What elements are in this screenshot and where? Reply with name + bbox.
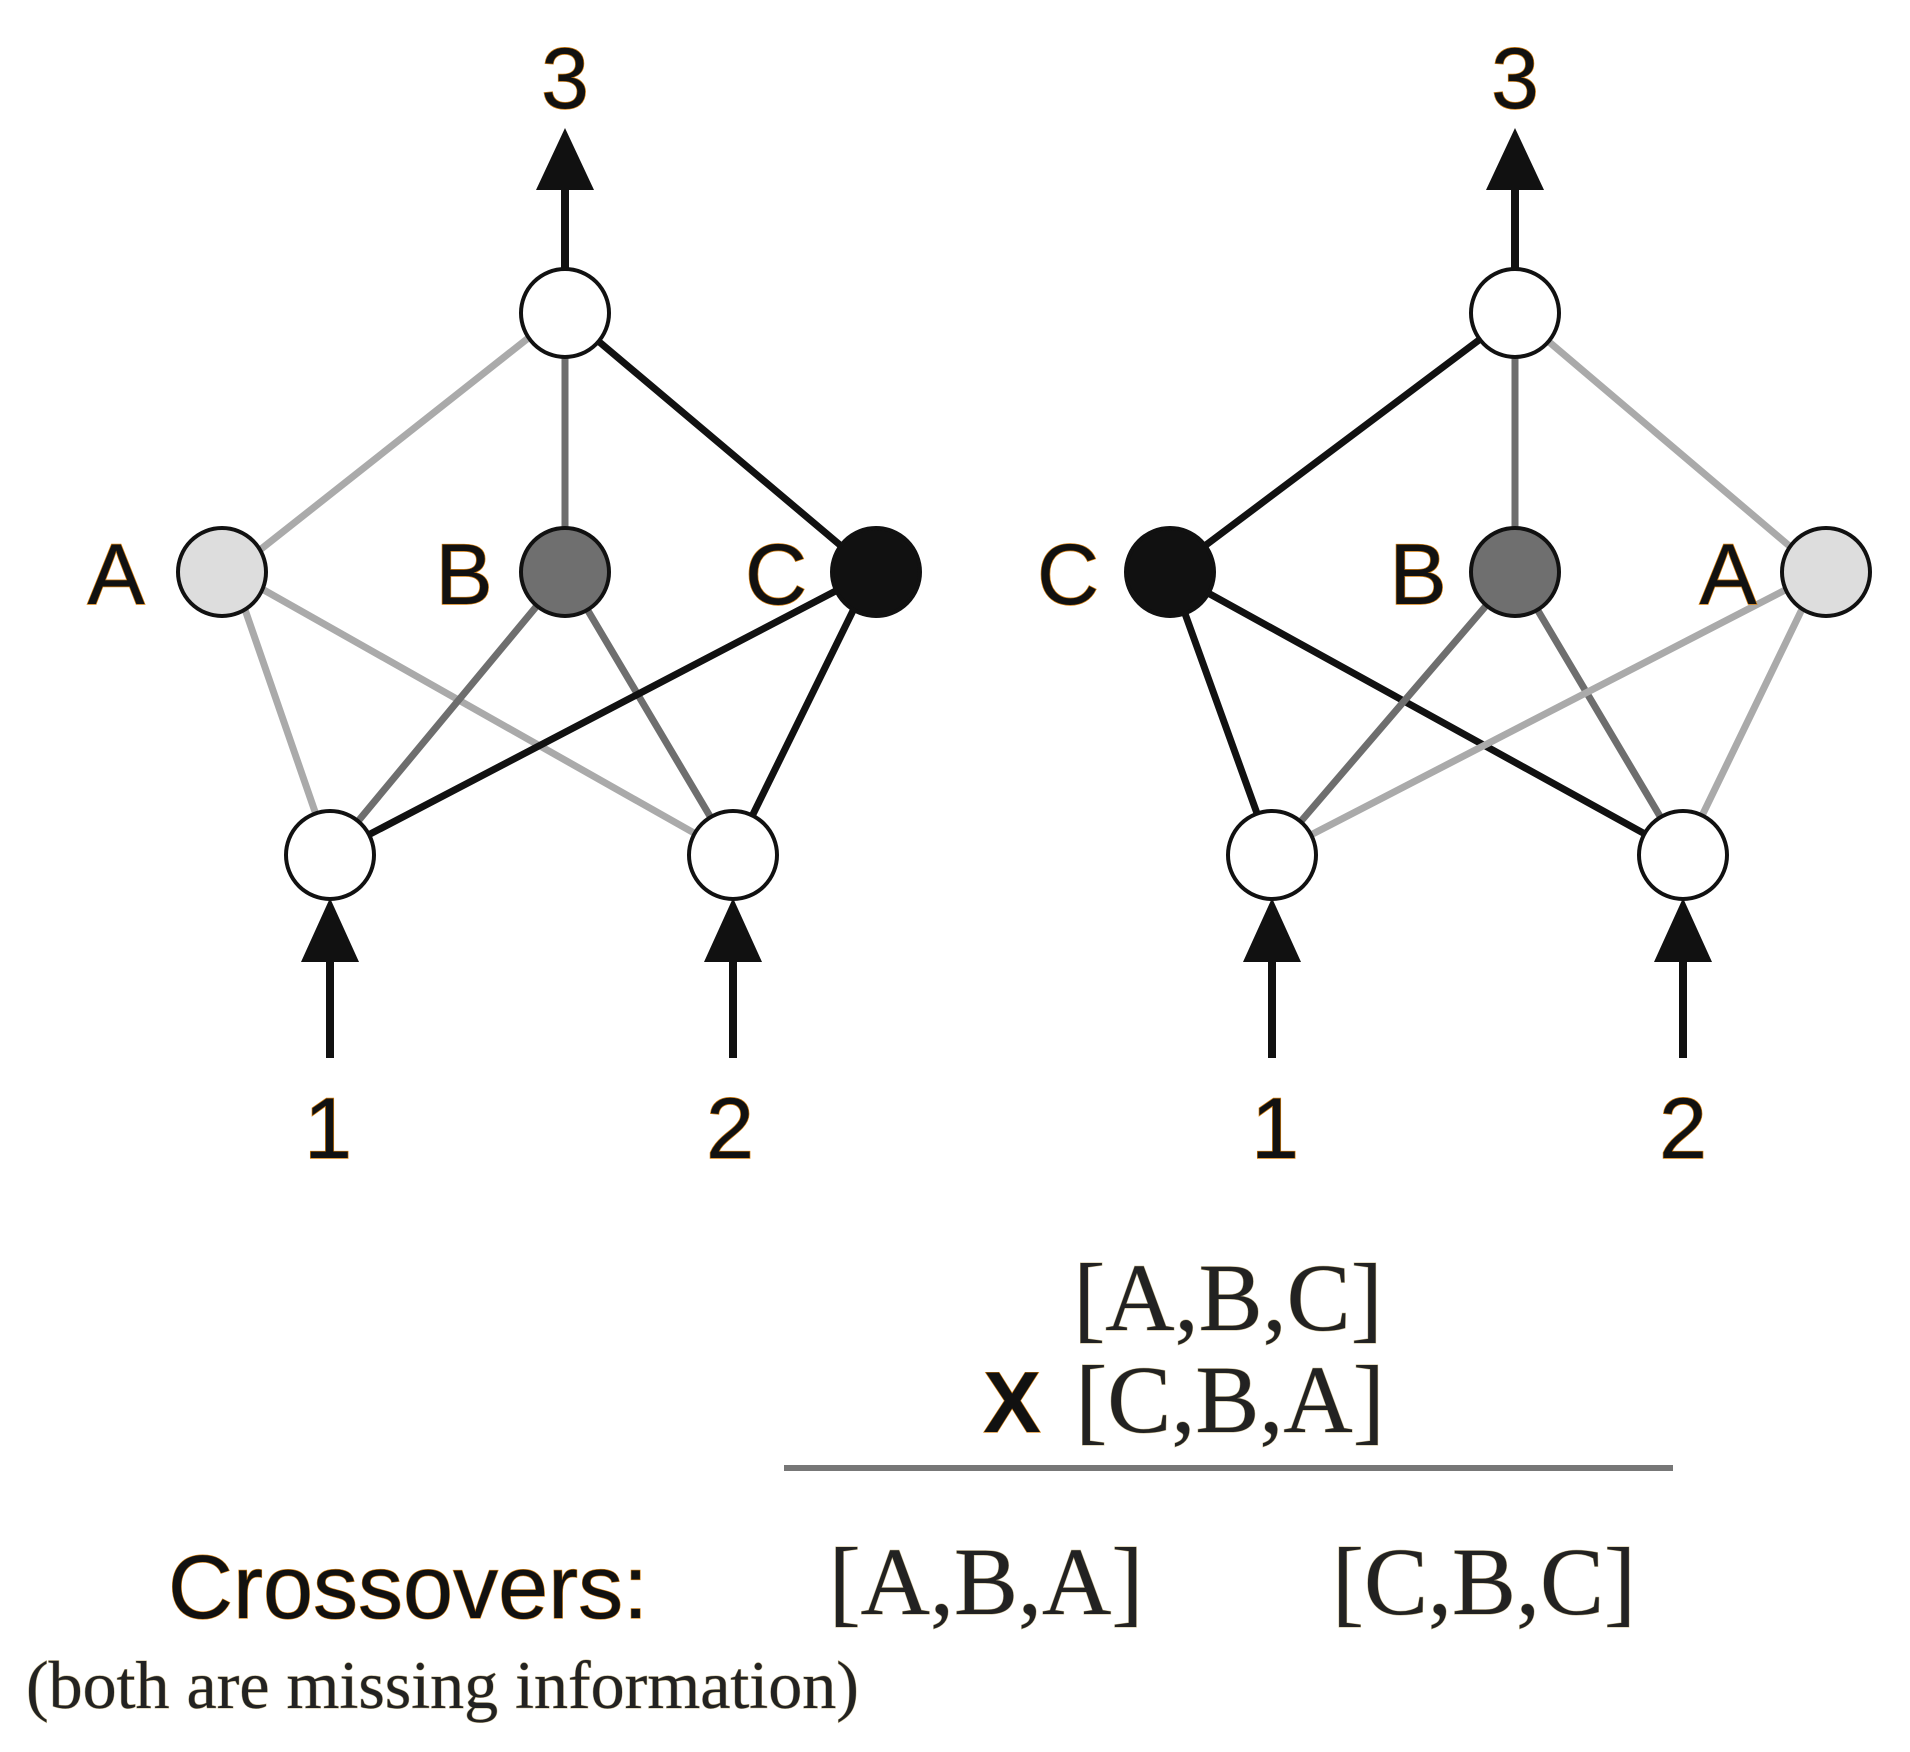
arrows-left — [301, 128, 762, 1058]
hidden-node-a — [1780, 526, 1872, 618]
input-2-arrowhead — [704, 898, 762, 962]
hidden-label-a: A — [1699, 527, 1757, 623]
edge-a-input-2 — [230, 568, 735, 859]
hidden-node-b — [519, 526, 611, 618]
input-1-arrowhead — [1243, 898, 1301, 962]
output-node — [519, 267, 611, 359]
edge-c-input-1 — [1166, 570, 1276, 857]
hidden-label-c: C — [1037, 527, 1099, 623]
input-label-1: 1 — [304, 1081, 352, 1177]
input-1-arrowhead — [301, 898, 359, 962]
network-left: 3 A B C 1 2 — [87, 30, 922, 1178]
input-label-2: 2 — [1659, 1081, 1707, 1177]
edges-left — [228, 310, 876, 859]
edge-c-output — [1167, 310, 1518, 575]
output-label: 3 — [541, 31, 589, 127]
edge-c-input-2 — [729, 570, 876, 857]
edge-a-input-1 — [1270, 568, 1822, 859]
hidden-node-c — [830, 526, 922, 618]
hidden-label-c: C — [745, 527, 807, 623]
edge-b-input-2 — [561, 570, 737, 857]
hidden-label-a: A — [87, 527, 145, 623]
hidden-node-c — [1124, 526, 1216, 618]
nodes-right — [1124, 267, 1872, 901]
input-label-1: 1 — [1251, 1081, 1299, 1177]
crossover-equation: [A,B,C] X [C,B,A] Crossovers: [A,B,A] [C… — [26, 1244, 1673, 1724]
output-arrowhead — [1486, 128, 1544, 190]
edge-b-input-1 — [1269, 569, 1518, 858]
input-node-1 — [284, 809, 376, 901]
offspring-one-genome: [A,B,A] — [829, 1528, 1144, 1635]
hidden-node-b — [1469, 526, 1561, 618]
output-label: 3 — [1491, 31, 1539, 127]
crossovers-label: Crossovers: — [168, 1538, 648, 1638]
missing-information-note: (both are missing information) — [26, 1647, 859, 1723]
network-right: 3 C B A 1 2 — [1036, 30, 1872, 1178]
hidden-label-b: B — [435, 527, 492, 623]
edge-c-input-2 — [1168, 568, 1685, 859]
edge-b-input-1 — [327, 569, 568, 858]
input-node-1 — [1226, 809, 1318, 901]
edge-c-input-1 — [328, 568, 874, 859]
hidden-node-a — [176, 526, 268, 618]
arrows-right — [1243, 128, 1712, 1058]
offspring-two-genome: [C,B,C] — [1332, 1528, 1636, 1635]
edge-b-input-2 — [1511, 570, 1687, 857]
edge-a-output — [229, 310, 563, 575]
edge-a-input-2 — [1679, 570, 1824, 857]
input-node-2 — [687, 809, 779, 901]
parent-one-genome: [A,B,C] — [1073, 1244, 1382, 1351]
input-label-2: 2 — [706, 1081, 754, 1177]
edge-a-input-1 — [228, 570, 334, 857]
edge-a-output — [1512, 310, 1823, 575]
output-arrowhead — [536, 128, 594, 190]
edge-c-output — [562, 310, 875, 575]
hidden-label-b: B — [1389, 527, 1446, 623]
nodes-left — [176, 267, 922, 901]
cross-symbol: X — [983, 1355, 1040, 1451]
input-node-2 — [1637, 809, 1729, 901]
output-node — [1469, 267, 1561, 359]
parent-two-genome: [C,B,A] — [1075, 1346, 1384, 1453]
input-2-arrowhead — [1654, 898, 1712, 962]
